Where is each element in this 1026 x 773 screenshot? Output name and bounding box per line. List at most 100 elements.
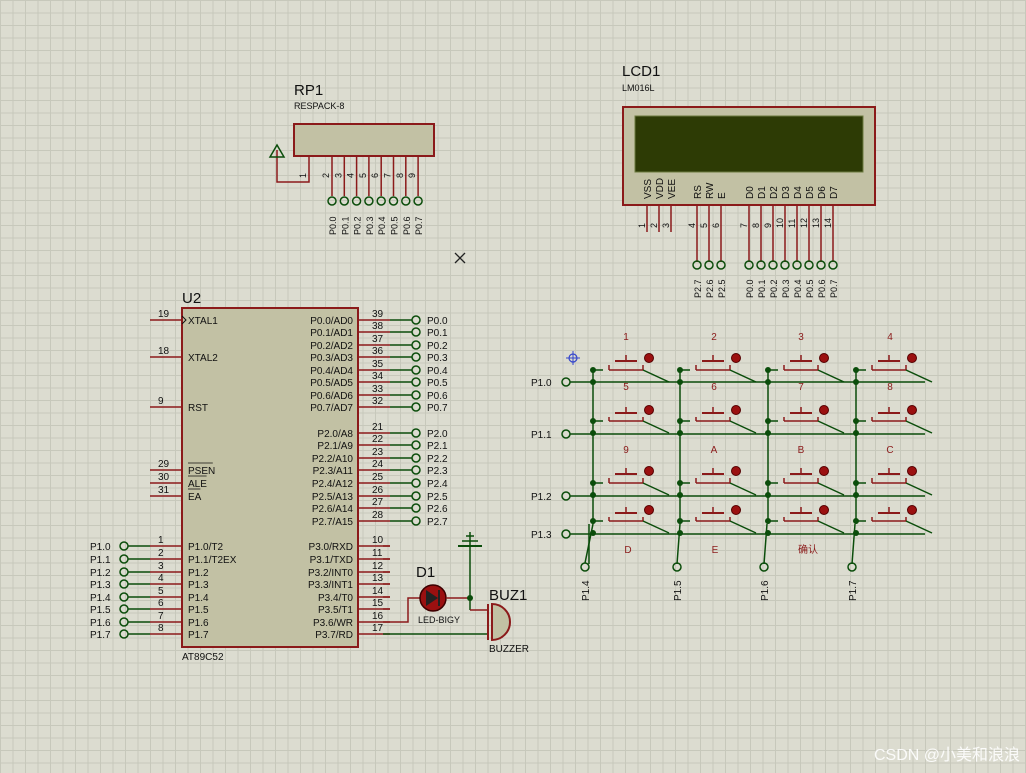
- u2-port-terminal[interactable]: [411, 516, 421, 526]
- switch-actuator-icon[interactable]: [644, 353, 654, 363]
- u2-p1-terminal[interactable]: [119, 541, 129, 551]
- rp1-terminal[interactable]: [339, 196, 350, 206]
- switch-actuator-icon[interactable]: [907, 353, 917, 363]
- u2-port-terminal[interactable]: [411, 478, 421, 488]
- u2-pin-name: P2.3/A11: [313, 466, 354, 477]
- lcd-pin-number: 3: [661, 223, 671, 228]
- u2-pin-name: P2.1/A9: [317, 441, 353, 452]
- u2-pin-number: 31: [158, 485, 170, 496]
- rp1-terminal[interactable]: [401, 196, 411, 206]
- u2-pin-number: 30: [158, 472, 170, 483]
- u2-port-terminal[interactable]: [411, 390, 421, 400]
- u2-microcontroller[interactable]: U2 AT89C52 19XTAL118XTAL29RST29PSEN30ALE…: [90, 290, 448, 663]
- lcd-terminal[interactable]: [792, 260, 802, 270]
- rp1-pin-number: 7: [383, 173, 393, 178]
- rp1-terminal[interactable]: [388, 196, 399, 206]
- u2-net-label: P2.4: [427, 479, 448, 490]
- u2-value: AT89C52: [182, 652, 224, 663]
- u2-net-label: P0.7: [427, 403, 448, 414]
- u2-pin-number: 28: [372, 510, 384, 521]
- u2-port-terminal[interactable]: [411, 377, 421, 387]
- rp1-terminal[interactable]: [413, 196, 423, 206]
- buz1-buzzer[interactable]: BUZ1 BUZZER: [383, 587, 529, 655]
- keypad-col-terminal[interactable]: [580, 562, 590, 572]
- u2-port-terminal[interactable]: [411, 340, 421, 350]
- rp1-terminal[interactable]: [351, 196, 362, 206]
- rp1-terminal[interactable]: [376, 196, 386, 206]
- switch-actuator-icon[interactable]: [731, 505, 741, 515]
- switch-actuator-icon[interactable]: [644, 405, 654, 415]
- lcd-terminal[interactable]: [716, 260, 726, 270]
- lcd-terminal[interactable]: [744, 260, 754, 270]
- u2-p1-terminal[interactable]: [119, 629, 129, 639]
- d1-led[interactable]: D1 LED-BIGY: [383, 564, 470, 625]
- u2-p1-terminal[interactable]: [119, 592, 129, 602]
- cursor-cross-icon: [454, 252, 466, 264]
- switch-actuator-icon[interactable]: [731, 353, 741, 363]
- switch-actuator-icon[interactable]: [644, 466, 654, 476]
- rp1-terminal[interactable]: [327, 196, 337, 206]
- lcd-pin-name: D2: [769, 186, 780, 199]
- lcd-pin-name: D0: [745, 186, 756, 199]
- lcd-terminal[interactable]: [828, 260, 838, 270]
- u2-pin-number: 2: [158, 548, 164, 559]
- switch-actuator-icon[interactable]: [644, 505, 654, 515]
- lcd-pin-name: D1: [757, 186, 768, 199]
- lcd-terminal[interactable]: [704, 260, 714, 270]
- u2-p1-terminal[interactable]: [119, 604, 129, 614]
- u2-port-terminal[interactable]: [411, 315, 421, 325]
- u2-port-terminal[interactable]: [411, 453, 421, 463]
- u2-port-terminal[interactable]: [411, 440, 421, 450]
- u2-pin-number: 21: [372, 422, 384, 433]
- rp1-respack[interactable]: RP1 RESPACK-8 1 2P0.03P0.14P0.25P0.36P0.…: [268, 82, 435, 235]
- keypad-col-terminal[interactable]: [759, 562, 769, 572]
- u2-pin-number: 16: [372, 611, 384, 622]
- lcd-terminal[interactable]: [780, 260, 790, 270]
- switch-actuator-icon[interactable]: [819, 466, 829, 476]
- u2-pin-name: P1.5: [188, 605, 209, 616]
- u2-p1-terminal[interactable]: [119, 567, 129, 577]
- u2-pin-number: 27: [372, 497, 384, 508]
- lcd-terminal[interactable]: [756, 260, 766, 270]
- u2-port-terminal[interactable]: [411, 352, 421, 362]
- u2-p1-terminal[interactable]: [119, 617, 129, 627]
- lcd-terminal[interactable]: [816, 260, 826, 270]
- keypad-row-terminal[interactable]: [561, 529, 571, 539]
- switch-actuator-icon[interactable]: [907, 405, 917, 415]
- keypad-col-terminal[interactable]: [672, 562, 682, 572]
- keypad-row-terminal[interactable]: [561, 491, 571, 501]
- switch-actuator-icon[interactable]: [819, 405, 829, 415]
- switch-actuator-icon[interactable]: [819, 505, 829, 515]
- u2-p1-terminal[interactable]: [119, 579, 129, 589]
- rp1-ref: RP1: [294, 82, 323, 99]
- keypad-row-terminal[interactable]: [561, 377, 571, 387]
- lcd1-display[interactable]: LCD1 LM016L VSS1VDD2VEE3RS4RW5E6D07D18D2…: [622, 63, 876, 298]
- u2-port-terminal[interactable]: [411, 327, 421, 337]
- lcd-terminal[interactable]: [804, 260, 814, 270]
- u2-port-terminal[interactable]: [411, 365, 421, 375]
- keypad-col-terminal[interactable]: [847, 562, 857, 572]
- u2-p1-terminal[interactable]: [119, 554, 129, 564]
- u2-port-terminal[interactable]: [411, 428, 421, 438]
- keypad-row-terminal[interactable]: [561, 429, 571, 439]
- switch-actuator-icon[interactable]: [731, 405, 741, 415]
- switch-actuator-icon[interactable]: [907, 466, 917, 476]
- u2-port-terminal[interactable]: [411, 503, 421, 513]
- switch-actuator-icon[interactable]: [907, 505, 917, 515]
- u2-port-terminal[interactable]: [411, 465, 421, 475]
- u2-port-terminal[interactable]: [411, 491, 421, 501]
- lcd-pin-name: D6: [817, 186, 828, 199]
- lcd-pin-number: 14: [823, 218, 833, 228]
- keypad-key-label: 6: [711, 382, 717, 393]
- switch-actuator-icon[interactable]: [819, 353, 829, 363]
- u2-pin-number: 26: [372, 485, 384, 496]
- lcd-terminal[interactable]: [768, 260, 778, 270]
- rp1-terminal[interactable]: [364, 196, 374, 206]
- switch-actuator-icon[interactable]: [731, 466, 741, 476]
- lcd-terminal[interactable]: [692, 260, 702, 270]
- u2-port-terminal[interactable]: [411, 402, 421, 412]
- u2-pin-name: P1.7: [188, 630, 209, 641]
